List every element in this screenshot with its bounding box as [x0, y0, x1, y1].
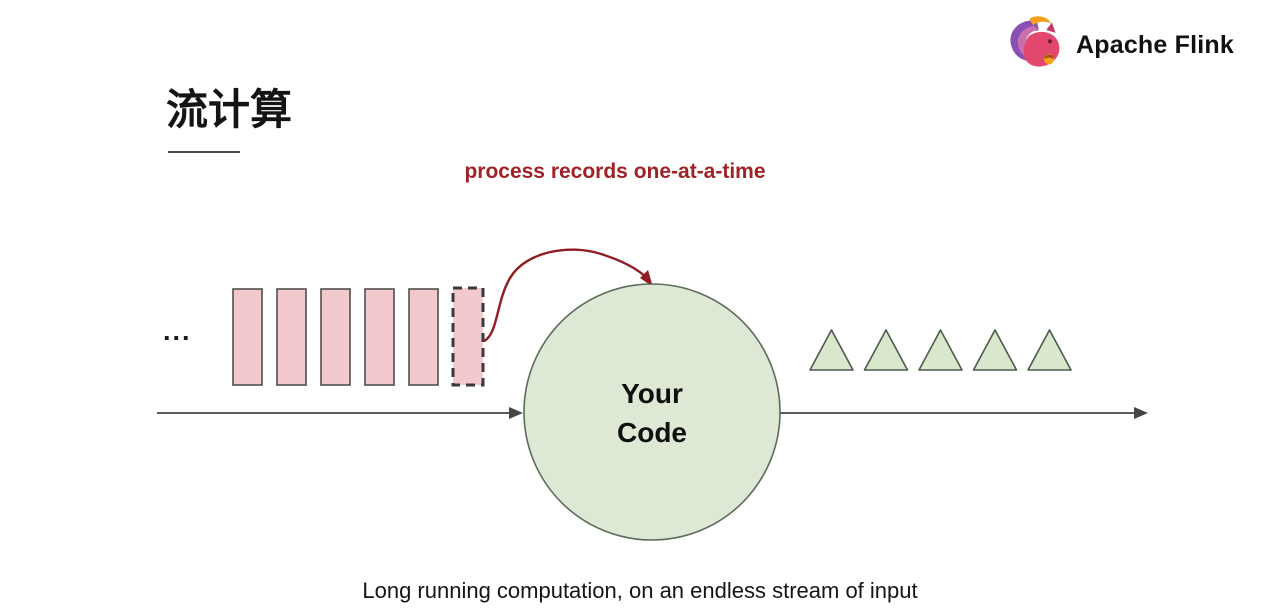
processor-label-line2: Code [617, 417, 687, 448]
record-rect [408, 288, 439, 386]
record-to-code-arrowhead-icon [640, 270, 653, 287]
stream-ellipsis: ... [163, 316, 192, 346]
dashed-record-rect [451, 286, 485, 387]
caption-text: Long running computation, on an endless … [362, 578, 918, 603]
output-triangle [863, 329, 909, 371]
records-group [232, 288, 439, 386]
processor-label-line1: Your [621, 378, 683, 409]
processor-circle [523, 283, 781, 541]
outputs-group [809, 329, 1072, 371]
title-underline [168, 151, 240, 153]
logo-label: Apache Flink [1076, 30, 1234, 59]
record-rect [320, 288, 351, 386]
record-to-code-arrow [483, 248, 647, 343]
record-rect [276, 288, 307, 386]
output-triangle [1027, 329, 1072, 371]
apache-flink-logo: Apache Flink [1004, 15, 1234, 75]
record-rect [364, 288, 395, 386]
flink-squirrel-icon [1010, 16, 1060, 67]
record-rect [232, 288, 263, 386]
output-flow-arrowhead-icon [1134, 407, 1148, 419]
input-flow-arrowhead-icon [509, 407, 523, 419]
page-title: 流计算 [166, 86, 293, 133]
output-triangle [918, 329, 963, 371]
annotation-text: process records one-at-a-time [464, 160, 766, 183]
output-triangle [972, 329, 1018, 371]
processor-label: Your Code [552, 374, 752, 452]
output-triangle [809, 329, 854, 371]
